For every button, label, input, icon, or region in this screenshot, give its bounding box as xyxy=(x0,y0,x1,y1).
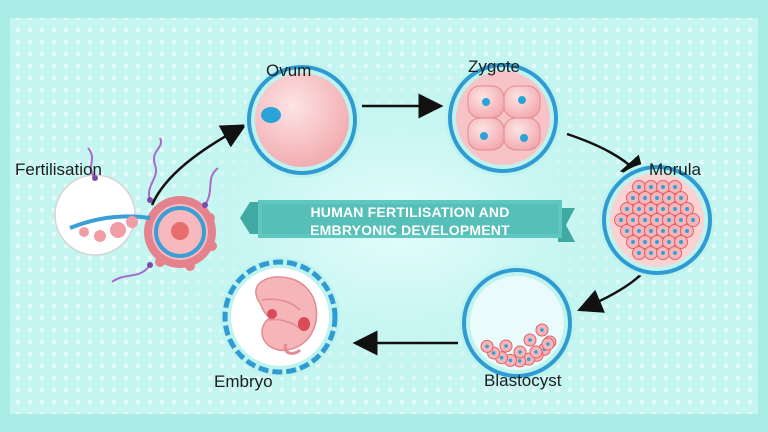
morula-cell-nucleus xyxy=(631,240,635,244)
fertilisation-illustration xyxy=(54,137,219,283)
morula-cell-nucleus xyxy=(679,240,683,244)
morula-cell-nucleus xyxy=(667,196,671,200)
morula-cell-nucleus xyxy=(637,251,641,255)
morula-cell-nucleus xyxy=(661,229,665,233)
title-banner xyxy=(240,200,575,242)
label-ovum: Ovum xyxy=(266,61,312,80)
label-fertilisation: Fertilisation xyxy=(15,160,102,179)
blastocyst-inner-cell-nucleus xyxy=(546,342,550,346)
morula-cell-nucleus xyxy=(655,240,659,244)
blastocyst-inner-cell-nucleus xyxy=(540,328,544,332)
blastocyst-cell-nucleus xyxy=(499,355,504,360)
morula-cell-nucleus xyxy=(661,185,665,189)
morula-cell-nucleus xyxy=(661,207,665,211)
morula-cell-nucleus xyxy=(631,196,635,200)
blastocyst-inner-cell-nucleus xyxy=(518,350,522,354)
blastocyst-cell-nucleus xyxy=(526,357,531,361)
morula-cell-nucleus xyxy=(667,240,671,244)
blastocyst-cell-nucleus xyxy=(508,358,513,363)
title-line-1: HUMAN FERTILISATION AND xyxy=(310,204,510,220)
morula-cell-nucleus xyxy=(691,218,695,222)
label-zygote: Zygote xyxy=(468,57,520,76)
morula-cell-nucleus xyxy=(673,185,677,189)
morula-cell-nucleus xyxy=(643,196,647,200)
morula-cell-nucleus xyxy=(637,207,641,211)
morula-cell-nucleus xyxy=(655,196,659,200)
blastocyst-illustration xyxy=(459,265,575,381)
morula-cell-nucleus xyxy=(649,251,653,255)
morula-cell-nucleus xyxy=(631,218,635,222)
ovum-illustration xyxy=(244,62,360,178)
morula-cell-nucleus xyxy=(637,185,641,189)
title-line-2: EMBRYONIC DEVELOPMENT xyxy=(310,222,510,238)
morula-cell-nucleus xyxy=(619,218,623,222)
morula-cell-nucleus xyxy=(661,251,665,255)
embryo-illustration xyxy=(220,257,340,377)
morula-cell-nucleus xyxy=(649,229,653,233)
label-embryo: Embryo xyxy=(214,372,273,391)
morula-cell-nucleus xyxy=(667,218,671,222)
morula-cell-nucleus xyxy=(643,218,647,222)
blastocyst-inner-cell-nucleus xyxy=(534,350,538,354)
morula-cell-nucleus xyxy=(679,196,683,200)
morula-cell-nucleus xyxy=(679,218,683,222)
blastocyst-cell-nucleus xyxy=(485,344,489,349)
label-morula: Morula xyxy=(649,160,701,179)
title-banner-text: HUMAN FERTILISATION AND EMBRYONIC DEVELO… xyxy=(262,203,558,239)
blastocyst-inner-cell-nucleus xyxy=(528,338,532,342)
morula-cell-nucleus xyxy=(685,207,689,211)
morula-cell-nucleus xyxy=(637,229,641,233)
morula-cell-nucleus xyxy=(649,207,653,211)
arrow-fertilisation-to-ovum xyxy=(150,124,247,206)
morula-cell-nucleus xyxy=(673,229,677,233)
morula-cell-nucleus xyxy=(643,240,647,244)
morula-cell-nucleus xyxy=(625,207,629,211)
morula-illustration xyxy=(599,162,715,278)
morula-cell-nucleus xyxy=(673,207,677,211)
label-blastocyst: Blastocyst xyxy=(484,371,562,390)
morula-cell-nucleus xyxy=(625,229,629,233)
zygote-illustration xyxy=(445,60,561,176)
blastocyst-cell-nucleus xyxy=(517,359,522,363)
morula-cell-nucleus xyxy=(655,218,659,222)
blastocyst-inner-cell-nucleus xyxy=(504,344,508,348)
blastocyst-cell-nucleus xyxy=(491,351,496,355)
morula-cell-nucleus xyxy=(649,185,653,189)
morula-cell-nucleus xyxy=(673,251,677,255)
morula-cell-nucleus xyxy=(685,229,689,233)
